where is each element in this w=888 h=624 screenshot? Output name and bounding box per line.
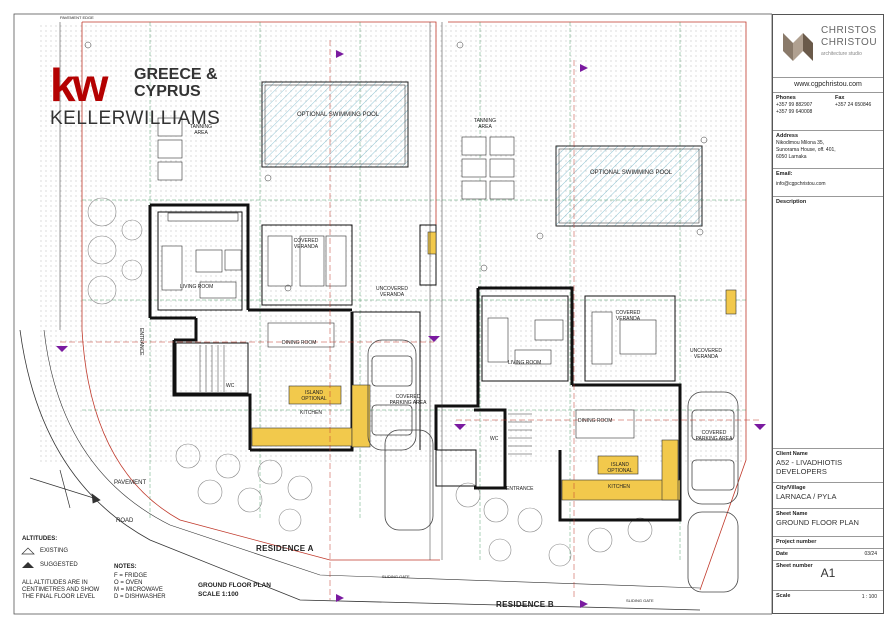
city-label: City/Village <box>776 485 806 491</box>
uncovered-veranda-a-label: UNCOVERED VERANDA <box>376 286 408 298</box>
entrance-a-label: ENTRANCE <box>138 328 144 356</box>
address-label: Address <box>776 133 799 139</box>
sheet-number-value: A1 <box>820 566 836 580</box>
client-line1: A52 - LIVADHIOTIS <box>776 458 843 467</box>
address-line2: Sunorama House, off. 401, <box>776 147 836 153</box>
address-section: Address Nikodimou Milona 35, Sunorama Ho… <box>773 131 883 169</box>
agency-region: GREECE & CYPRUS <box>134 66 218 100</box>
pavement-edge-label: PAVEMENT EDGE <box>60 15 94 20</box>
title-block: CHRISTOS CHRISTOU architecture studio ww… <box>772 14 884 614</box>
note-dishwasher: D = DISHWASHER <box>114 594 166 600</box>
email-section: Email: info@cgpchristou.com <box>773 169 883 197</box>
date-value: 03/24 <box>864 551 877 557</box>
note-fridge: F = FRIDGE <box>114 573 148 579</box>
legend-note-line3: THE FINAL FLOOR LEVEL <box>22 594 96 600</box>
legend-note-line1: ALL ALTITUDES ARE IN <box>22 580 88 586</box>
legend-existing: EXISTING <box>40 548 69 554</box>
firm-subtitle: architecture studio <box>821 51 862 57</box>
pool-label-b: OPTIONAL SWIMMING POOL <box>590 170 673 176</box>
island-b-label: ISLAND OPTIONAL <box>607 462 633 474</box>
phone-2: +357 99 640008 <box>776 109 813 115</box>
kw-logo-letters: kw <box>50 59 108 111</box>
contact-phones: Phones +357 99 882907 +357 99 640008 Fax… <box>773 93 883 131</box>
sheet-number-section: Sheet number A1 <box>773 561 883 591</box>
dining-room-a-label: DINING ROOM <box>282 340 317 346</box>
plan-scale: SCALE 1:100 <box>198 591 239 598</box>
road-label: ROAD <box>116 518 134 524</box>
sheet-name-label: Sheet Name <box>776 511 808 517</box>
floor-plan-drawing <box>13 13 772 615</box>
note-oven: O = OVEN <box>114 580 143 586</box>
firm-website: www.cgpchristou.com <box>773 78 883 93</box>
firm-name: CHRISTOS CHRISTOU <box>821 25 878 48</box>
sheet-name-section: Sheet Name GROUND FLOOR PLAN <box>773 509 883 537</box>
wc-b-label: WC <box>490 436 499 442</box>
sliding-gate-b-label: SLIDING GATE <box>626 598 654 603</box>
notes-title: NOTES: <box>114 564 137 570</box>
living-room-b-label: LIVING ROOM <box>508 360 542 366</box>
project-section: Project number <box>773 537 883 549</box>
client-section: Client Name A52 - LIVADHIOTIS DEVELOPERS <box>773 449 883 483</box>
parking-a-label: COVERED PARKING AREA <box>389 394 427 406</box>
residence-a-label: RESIDENCE A <box>256 544 314 553</box>
covered-veranda-a-label: COVERED VERANDA <box>293 238 319 250</box>
scale-section: Scale 1 : 100 <box>773 591 883 605</box>
address-line3: 6050 Larnaka <box>776 154 807 160</box>
altitudes-title: ALTITUDES: <box>22 536 58 542</box>
parking-b-label: COVERED PARKING AREA <box>695 430 733 442</box>
sheet-number-label: Sheet number <box>776 563 813 569</box>
plan-title: GROUND FLOOR PLAN <box>198 582 271 589</box>
tanning-label-a: TANNING AREA <box>189 124 213 136</box>
covered-veranda-b-label: COVERED VERANDA <box>615 310 641 322</box>
living-room-a-label: LIVING ROOM <box>180 284 214 290</box>
uncovered-veranda-b-label: UNCOVERED VERANDA <box>690 348 722 360</box>
legend-suggested: SUGGESTED <box>40 562 78 568</box>
kitchen-b-label: KITCHEN <box>608 484 630 490</box>
legend-note-line2: CENTIMETRES AND SHOW <box>22 587 100 593</box>
agency-region-line2: CYPRUS <box>134 83 201 100</box>
fax-number: +357 24 650846 <box>835 102 872 108</box>
firm-logo-icon <box>783 33 813 61</box>
project-label: Project number <box>776 539 817 545</box>
wc-a-label: WC <box>226 383 235 389</box>
date-section: Date 03/24 <box>773 549 883 561</box>
note-microwave: M = MICROWAVE <box>114 587 163 593</box>
dining-room-b-label: DINING ROOM <box>578 418 613 424</box>
agency-logo: kw GREECE & CYPRUS KELLERWILLIAMS <box>50 58 240 129</box>
entrance-b-label: ENTRANCE <box>506 486 534 492</box>
island-a-label: ISLAND OPTIONAL <box>301 390 327 402</box>
agency-name: KELLERWILLIAMS <box>50 108 221 129</box>
fax-label: Fax <box>835 95 845 101</box>
client-line2: DEVELOPERS <box>776 467 827 476</box>
kitchen-a-label: KITCHEN <box>300 410 322 416</box>
tanning-label-b: TANNING AREA <box>473 118 497 130</box>
email-label: Email: <box>776 171 793 177</box>
residence-b-label: RESIDENCE B <box>496 600 554 609</box>
pool-label-a: OPTIONAL SWIMMING POOL <box>297 112 380 118</box>
agency-region-line1: GREECE & <box>134 66 218 83</box>
address-line1: Nikodimou Milona 35, <box>776 140 825 146</box>
phones-label: Phones <box>776 95 796 101</box>
sliding-gate-a-label: SLIDING GATE <box>382 574 410 579</box>
email-value: info@cgpchristou.com <box>776 181 826 187</box>
sheet-name-value: GROUND FLOOR PLAN <box>776 518 859 527</box>
phone-1: +357 99 882907 <box>776 102 813 108</box>
client-label: Client Name <box>776 451 808 457</box>
scale-value: 1 : 100 <box>861 594 877 600</box>
pavement-label: PAVEMENT <box>114 480 147 486</box>
description-section: Description <box>773 197 883 449</box>
firm-logo-area: CHRISTOS CHRISTOU architecture studio <box>773 15 883 78</box>
scale-label: Scale <box>776 593 791 599</box>
description-label: Description <box>776 199 807 205</box>
city-value: LARNACA / PYLA <box>776 492 837 501</box>
city-section: City/Village LARNACA / PYLA <box>773 483 883 509</box>
date-label: Date <box>776 551 788 557</box>
